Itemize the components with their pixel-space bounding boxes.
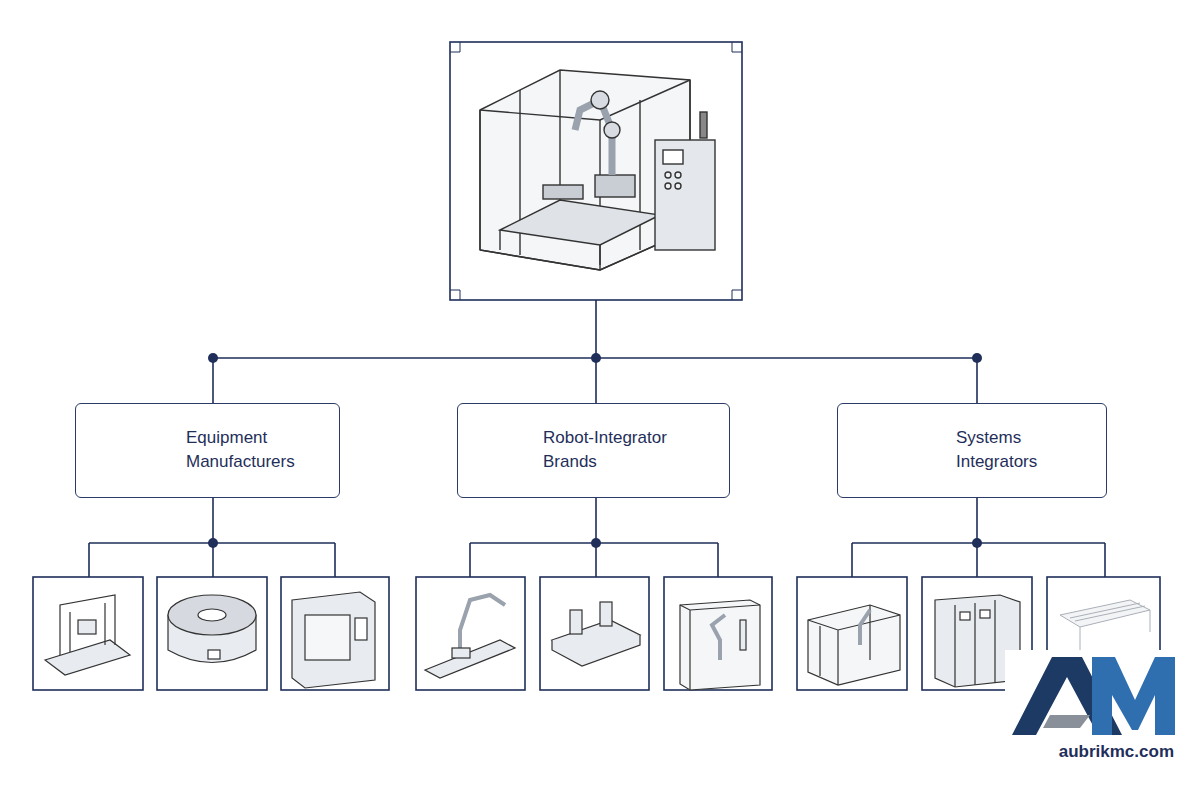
category-box: Robot-Integrator Brands	[457, 403, 730, 498]
category-title: Robot-Integrator Brands	[543, 426, 683, 474]
category-title: Systems Integrators	[956, 426, 1096, 474]
category-title: Equipment Manufacturers	[186, 426, 326, 474]
category-box: Equipment Manufacturers	[75, 403, 340, 498]
watermark: aubrikmc.com	[1059, 742, 1174, 762]
category-box: Systems Integrators	[837, 403, 1107, 498]
